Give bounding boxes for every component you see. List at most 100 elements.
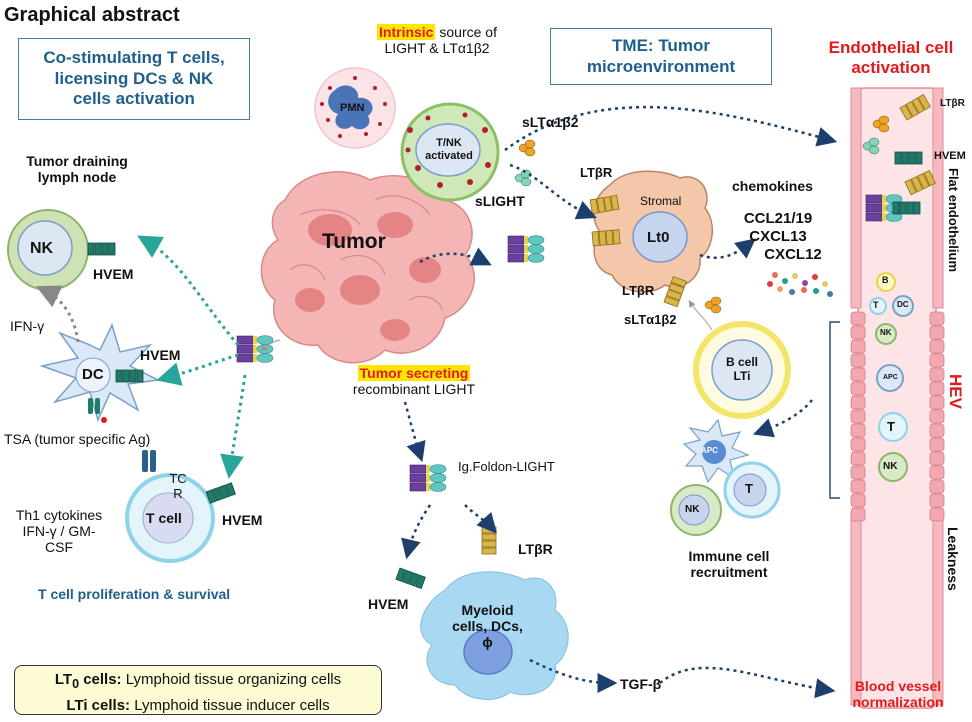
- vessel-apc-label: APC: [883, 374, 898, 381]
- legend-lt0-bold2: cells:: [79, 671, 122, 688]
- ccl-line-1: CCL21/19: [743, 210, 813, 227]
- hev-endothelial-cell: [850, 395, 866, 410]
- legend-lt0-text: Lymphoid tissue organizing cells: [121, 671, 342, 688]
- ltbr-stromal-mid: [591, 229, 621, 247]
- legend-line-lti: LTi cells: Lymphoid tissue inducer cells: [15, 695, 381, 717]
- arrow-to-dc: [156, 353, 239, 386]
- arrow-slt-to-ltbr: [688, 299, 713, 331]
- immune-line-2: recruitment: [690, 564, 768, 581]
- tcr-glyph: [142, 450, 156, 472]
- ifng-label: IFN-γ: [10, 318, 45, 334]
- hev-endothelial-cell: [929, 367, 945, 382]
- vessel-nk-label: NK: [880, 328, 892, 337]
- th1-line-2: IFN-γ / GM-: [22, 523, 96, 540]
- costim-line-2: licensing DCs & NK: [54, 68, 214, 88]
- hev-endothelial-cell: [850, 311, 866, 326]
- hev-endothelial-cell: [850, 507, 866, 522]
- vessel-slight-1: [862, 137, 880, 155]
- myeloid-label: Myeloid cells, DCs, ϕ: [445, 602, 530, 650]
- arrow-foldon-to-ltbr: [464, 504, 497, 534]
- vessel-hvem-label: HVEM: [934, 150, 966, 162]
- ltbr-stromal-lower: [663, 276, 687, 308]
- vessel-apc-cell: [876, 364, 904, 392]
- hev-endothelial-cell: [929, 395, 945, 410]
- ccl-line-3: CXCL12: [764, 246, 822, 263]
- arrow-to-tcell: [220, 374, 247, 479]
- vessel-slt-1: [872, 115, 890, 133]
- mhc-glyph: [88, 398, 100, 414]
- costim-line-1: Co-stimulating T cells,: [43, 48, 225, 68]
- th1-line-1: Th1 cytokines: [15, 507, 103, 523]
- hvem-nk-glyph: [87, 242, 116, 256]
- lymph-node-label: Tumor draining lymph node: [12, 153, 142, 185]
- stromal-cell: [593, 170, 714, 293]
- arrow-to-tgfb: [529, 658, 618, 693]
- slt-lower-label: sLTα1β2: [624, 312, 677, 327]
- vessel-dc-label: DC: [897, 300, 909, 309]
- hev-endothelial-cell: [929, 507, 945, 522]
- nk-recruit-label: NK: [685, 504, 700, 515]
- b-cell-lti: [693, 321, 791, 419]
- vessel-dc-cell: [892, 295, 914, 317]
- myeloid-line-1: Myeloid: [461, 602, 514, 618]
- hev-label: HEV: [946, 374, 965, 409]
- dc-cell: [39, 322, 161, 423]
- ltbr-stromal-upper: [589, 194, 620, 215]
- endothelial-line-2: activation: [851, 57, 931, 77]
- slt-lower-ligand: [704, 296, 722, 314]
- nk-cell-label: NK: [30, 240, 54, 257]
- tumor-label: Tumor: [322, 230, 386, 253]
- vessel-hvem-1: [894, 151, 923, 165]
- intrinsic-line-2: LIGHT & LTα1β2: [384, 40, 490, 57]
- ltbr-lower-label: LTβR: [622, 283, 655, 298]
- bcell-label: B cell LTi: [715, 355, 769, 384]
- hvem-tcell-glyph: [205, 482, 236, 504]
- intrinsic-highlight: Intrinsic: [377, 24, 436, 40]
- th1-line-3: CSF: [45, 539, 73, 556]
- hev-endothelial-cell: [850, 381, 866, 396]
- intrinsic-source-label: Intrinsic source of LIGHT & LTα1β2: [352, 24, 522, 56]
- vessel-t2-cell: [878, 412, 908, 442]
- tsa-label: TSA (tumor specific Ag): [4, 431, 151, 447]
- vessel-nk2-label: NK: [883, 461, 898, 472]
- chemokines-label: chemokines: [732, 178, 813, 194]
- light-complex-stromal: [507, 235, 545, 263]
- endothelial-line-1: Endothelial cell: [828, 38, 954, 57]
- hev-endothelial-cell: [929, 311, 945, 326]
- arrow-to-foldon: [403, 401, 426, 463]
- tnk-activated-cell: [400, 102, 500, 202]
- hev-endothelial-cell: [850, 339, 866, 354]
- vessel-nk-cell: [875, 323, 897, 345]
- light-complex-tumor: [236, 335, 274, 363]
- nk-cell-lymph-node: [7, 209, 89, 291]
- hvem-tcell-label: HVEM: [222, 512, 263, 528]
- arrow-foldon-to-hvem: [401, 504, 432, 560]
- pmn-label: PMN: [340, 102, 365, 114]
- tme-box: TME: Tumor microenvironment: [550, 28, 772, 85]
- t-recruit-label: T: [745, 481, 753, 496]
- ltbr-upper-label: LTβR: [580, 165, 613, 180]
- myeloid-cell: [420, 571, 569, 700]
- hvem-nk-label: HVEM: [93, 266, 134, 282]
- hev-bracket: [829, 321, 840, 499]
- dc-cell-label: DC: [82, 366, 104, 383]
- tme-line-1: TME: Tumor: [612, 36, 710, 56]
- tumor-secreting-line-2: recombinant LIGHT: [352, 381, 476, 398]
- hev-endothelial-cell: [850, 423, 866, 438]
- hev-endothelial-cell: [850, 437, 866, 452]
- tcr-line-2: R: [173, 485, 183, 501]
- arrow-to-chemokines: [699, 238, 756, 260]
- hev-endothelial-cell: [929, 479, 945, 494]
- ccl-list: CCL21/19 CXCL13 CXCL12: [728, 210, 828, 264]
- vessel-nk2-cell: [878, 452, 908, 482]
- hev-endothelial-cell: [929, 465, 945, 480]
- arrow-to-normalization: [659, 666, 836, 699]
- hev-endothelial-cell: [929, 353, 945, 368]
- vessel-ltbr-label: LTβR: [940, 98, 965, 109]
- arrow-ifng: [35, 285, 80, 343]
- hev-endothelial-cell: [929, 423, 945, 438]
- hvem-dc-label: HVEM: [140, 347, 181, 363]
- myeloid-line-2: cells, DCs,: [452, 618, 523, 635]
- bvn-line-2: normalization: [852, 694, 944, 711]
- apc-label: APC: [701, 446, 718, 455]
